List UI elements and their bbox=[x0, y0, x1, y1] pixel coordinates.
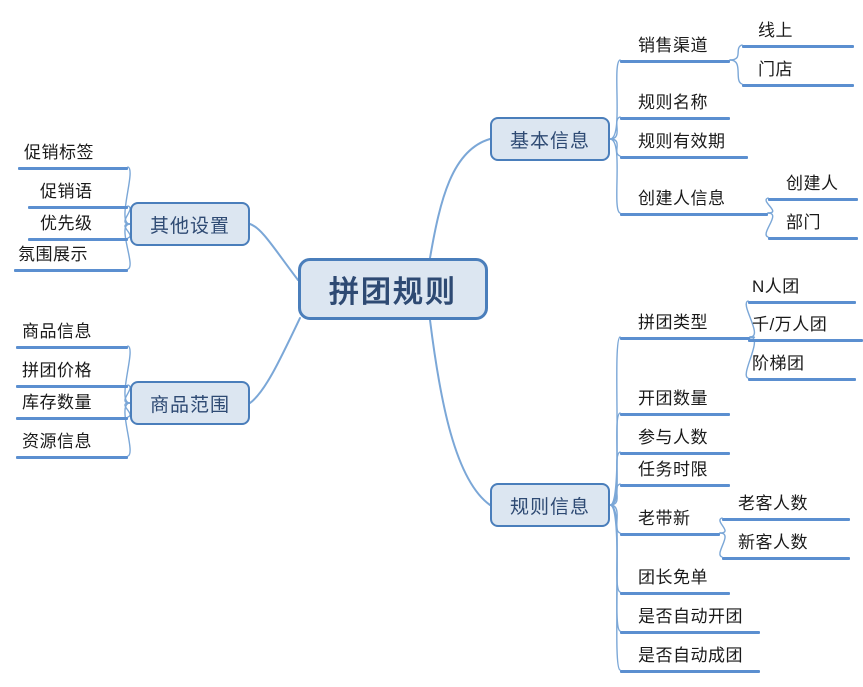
leaf-underline-tiered-group bbox=[748, 378, 856, 381]
leaf-promo-tag[interactable]: 促销标签 bbox=[24, 139, 124, 165]
leaf-underline-promo-tag bbox=[18, 167, 128, 170]
leaf-underline-participant-count bbox=[620, 452, 730, 455]
leaf-department[interactable]: 部门 bbox=[786, 209, 856, 235]
leaf-label: 优先级 bbox=[40, 214, 93, 233]
leaf-label: 部门 bbox=[786, 213, 821, 232]
leaf-resource-info[interactable]: 资源信息 bbox=[22, 428, 122, 454]
leaf-label: 库存数量 bbox=[22, 393, 92, 412]
leaf-auto-open-group[interactable]: 是否自动开团 bbox=[638, 603, 768, 629]
leaf-label: 门店 bbox=[758, 60, 793, 79]
leaf-promo-slogan[interactable]: 促销语 bbox=[40, 178, 130, 204]
leaf-label: 团长免单 bbox=[638, 568, 708, 587]
leaf-underline-task-deadline bbox=[620, 484, 730, 487]
leaf-label: 拼团价格 bbox=[22, 361, 92, 380]
leaf-group-count[interactable]: 开团数量 bbox=[638, 385, 748, 411]
leaf-label: 老带新 bbox=[638, 509, 691, 528]
leaf-product-info[interactable]: 商品信息 bbox=[22, 318, 122, 344]
leaf-label: 创建人 bbox=[786, 174, 839, 193]
leaf-underline-referral bbox=[620, 533, 720, 536]
leaf-underline-stock-quantity bbox=[16, 417, 128, 420]
leaf-underline-product-info bbox=[16, 346, 128, 349]
leaf-thousand-group[interactable]: 千/万人团 bbox=[752, 311, 862, 337]
branch-node-rule-info[interactable]: 规则信息 bbox=[490, 483, 610, 527]
leaf-label: 是否自动开团 bbox=[638, 607, 743, 626]
leaf-leader-free-order[interactable]: 团长免单 bbox=[638, 564, 748, 590]
leaf-tiered-group[interactable]: 阶梯团 bbox=[752, 350, 852, 376]
leaf-n-person-group[interactable]: N人团 bbox=[752, 273, 852, 299]
leaf-group-price[interactable]: 拼团价格 bbox=[22, 357, 122, 383]
leaf-label: 销售渠道 bbox=[638, 36, 708, 55]
leaf-underline-rule-name bbox=[620, 117, 730, 120]
leaf-underline-creator bbox=[768, 198, 858, 201]
leaf-underline-department bbox=[768, 237, 858, 240]
leaf-referral[interactable]: 老带新 bbox=[638, 505, 728, 531]
leaf-atmosphere-display[interactable]: 氛围展示 bbox=[18, 241, 118, 267]
leaf-underline-new-customers bbox=[722, 557, 850, 560]
root-node[interactable]: 拼团规则 bbox=[298, 258, 488, 320]
leaf-task-deadline[interactable]: 任务时限 bbox=[638, 456, 748, 482]
leaf-rule-validity[interactable]: 规则有效期 bbox=[638, 128, 766, 154]
leaf-underline-n-person-group bbox=[748, 301, 856, 304]
leaf-underline-sales-channel bbox=[620, 60, 730, 63]
leaf-label: 促销标签 bbox=[24, 143, 94, 162]
leaf-label: 商品信息 bbox=[22, 322, 92, 341]
leaf-participant-count[interactable]: 参与人数 bbox=[638, 424, 748, 450]
leaf-label: 创建人信息 bbox=[638, 189, 726, 208]
root-node-label: 拼团规则 bbox=[329, 276, 457, 309]
leaf-priority[interactable]: 优先级 bbox=[40, 210, 130, 236]
leaf-underline-auto-open-group bbox=[620, 631, 760, 634]
branch-label-other-settings: 其他设置 bbox=[149, 215, 230, 237]
leaf-sales-channel[interactable]: 销售渠道 bbox=[638, 32, 748, 58]
leaf-underline-group-type bbox=[620, 337, 750, 340]
leaf-underline-resource-info bbox=[16, 456, 128, 459]
leaf-stock-quantity[interactable]: 库存数量 bbox=[22, 389, 122, 415]
leaf-label: 阶梯团 bbox=[752, 354, 805, 373]
leaf-underline-atmosphere-display bbox=[14, 269, 128, 272]
leaf-underline-group-price bbox=[16, 385, 128, 388]
branch-node-basic-info[interactable]: 基本信息 bbox=[490, 117, 610, 161]
leaf-rule-name[interactable]: 规则名称 bbox=[638, 89, 748, 115]
leaf-underline-thousand-group bbox=[748, 339, 863, 342]
leaf-underline-priority bbox=[28, 238, 128, 241]
leaf-label: 是否自动成团 bbox=[638, 646, 743, 665]
leaf-label: 开团数量 bbox=[638, 389, 708, 408]
leaf-label: 拼团类型 bbox=[638, 313, 708, 332]
leaf-underline-creator-info bbox=[620, 213, 768, 216]
branch-node-other-settings[interactable]: 其他设置 bbox=[130, 202, 250, 246]
leaf-label: 千/万人团 bbox=[752, 315, 828, 334]
leaf-underline-promo-slogan bbox=[28, 206, 128, 209]
leaf-underline-existing-customers bbox=[722, 518, 850, 521]
leaf-label: 氛围展示 bbox=[18, 245, 88, 264]
leaf-label: 促销语 bbox=[40, 182, 93, 201]
leaf-label: 规则名称 bbox=[638, 93, 708, 112]
branch-label-basic-info: 基本信息 bbox=[509, 130, 590, 152]
leaf-creator[interactable]: 创建人 bbox=[786, 170, 856, 196]
leaf-label: 资源信息 bbox=[22, 432, 92, 451]
leaf-underline-rule-validity bbox=[620, 156, 748, 159]
leaf-underline-online bbox=[742, 45, 854, 48]
leaf-store[interactable]: 门店 bbox=[758, 56, 828, 82]
leaf-new-customers[interactable]: 新客人数 bbox=[738, 529, 838, 555]
leaf-label: 线上 bbox=[758, 21, 793, 40]
leaf-underline-auto-form-group bbox=[620, 670, 760, 673]
branch-label-rule-info: 规则信息 bbox=[509, 496, 590, 518]
branch-label-product-scope: 商品范围 bbox=[149, 394, 230, 416]
leaf-underline-group-count bbox=[620, 413, 730, 416]
branch-node-product-scope[interactable]: 商品范围 bbox=[130, 381, 250, 425]
leaf-auto-form-group[interactable]: 是否自动成团 bbox=[638, 642, 768, 668]
leaf-underline-store bbox=[742, 84, 854, 87]
leaf-label: 任务时限 bbox=[638, 460, 708, 479]
leaf-label: 规则有效期 bbox=[638, 132, 726, 151]
leaf-group-type[interactable]: 拼团类型 bbox=[638, 309, 748, 335]
leaf-underline-leader-free-order bbox=[620, 592, 730, 595]
leaf-label: 新客人数 bbox=[738, 533, 808, 552]
leaf-existing-customers[interactable]: 老客人数 bbox=[738, 490, 838, 516]
leaf-label: 老客人数 bbox=[738, 494, 808, 513]
leaf-online[interactable]: 线上 bbox=[758, 17, 828, 43]
leaf-creator-info[interactable]: 创建人信息 bbox=[638, 185, 766, 211]
leaf-label: 参与人数 bbox=[638, 428, 708, 447]
leaf-label: N人团 bbox=[752, 277, 800, 296]
